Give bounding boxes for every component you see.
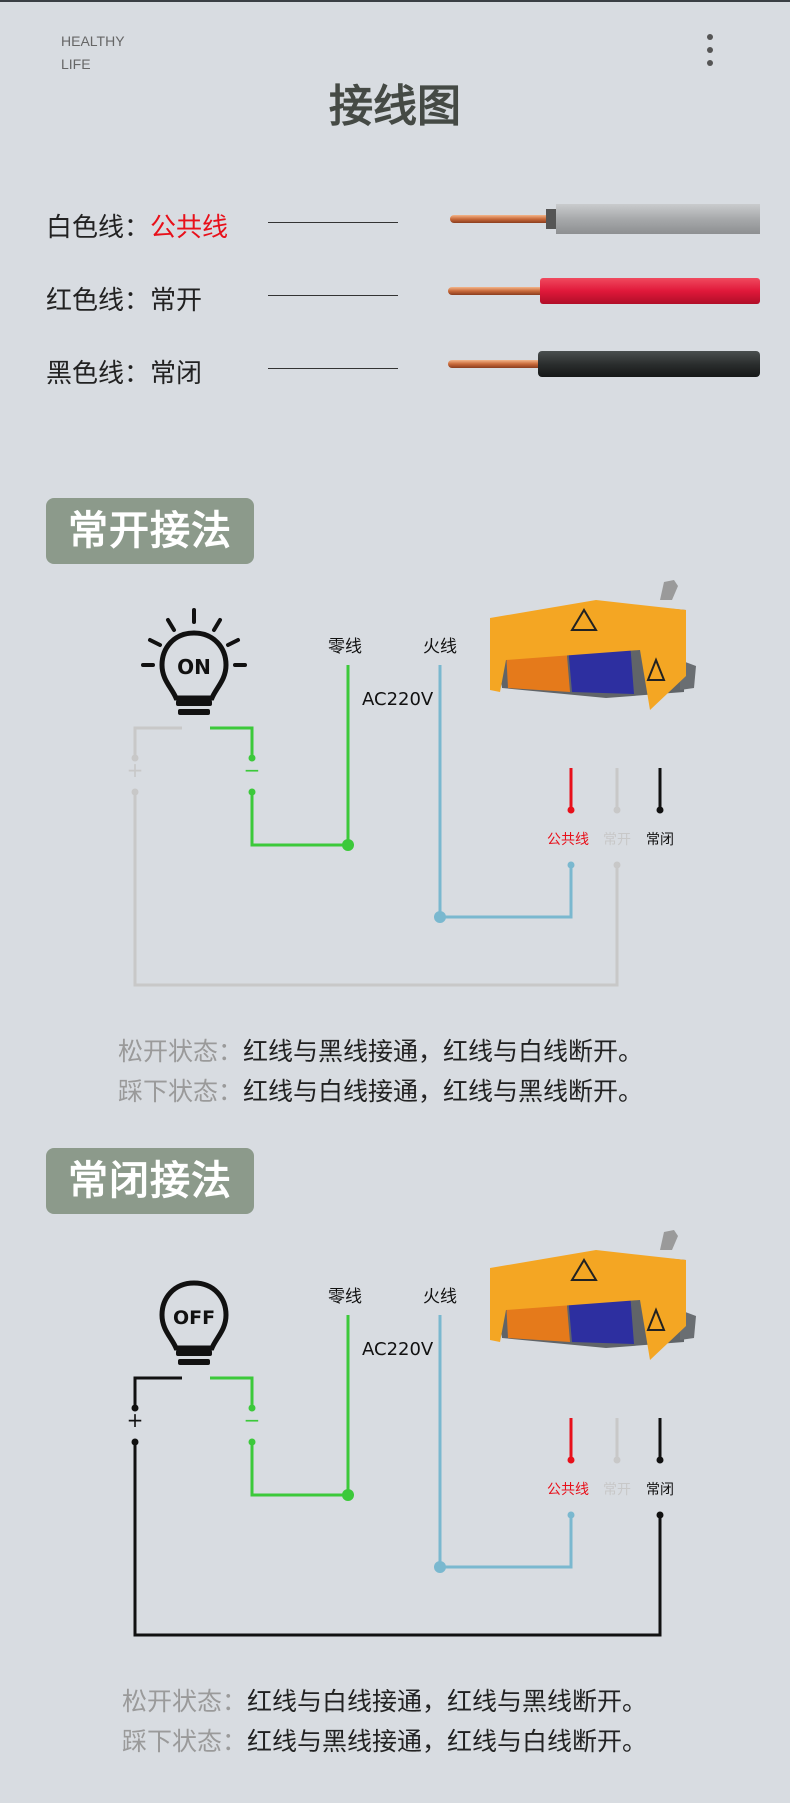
terminal-dot [131,754,139,762]
status-line: 踩下状态：红线与白线接通，红线与黑线断开。 [118,1072,790,1108]
terminal-label-no: 常开 [603,1482,631,1498]
more-menu-button[interactable] [700,32,720,72]
bulb-state-label: ON [177,655,211,679]
diagram-normally-open: + − 零线 火线 AC220V ON [127,580,696,987]
wire-gray-top [133,726,182,758]
wire-leader-line [268,368,398,369]
wire-value: 常闭 [150,359,203,389]
terminal-dot [567,1456,575,1464]
neutral-label: 零线 [328,637,362,657]
wire-leader-line [268,222,398,223]
terminal-dot [248,1404,256,1412]
wire-gray-loop [133,792,619,987]
diagram-normally-closed: + − 零线 火线 AC220V OFF 公共线 常开 常闭 [127,1230,696,1637]
terminal-label-common: 公共线 [547,832,589,848]
wire-green-top [210,726,254,758]
minus-label: − [244,1408,261,1432]
wire-row-red: 红色线：常开 [0,270,790,320]
bulb-on-icon: ON [141,608,247,715]
section-title-normally-open: 常开接法 [46,498,254,564]
wire-leader-line [268,295,398,296]
terminal-dot [613,861,621,869]
terminal-dot [567,1511,575,1519]
terminal-dot [567,861,575,869]
terminal-dot [567,806,575,814]
bulb-state-label: OFF [173,1307,215,1329]
menu-dot-icon [707,60,713,66]
white-wire-image [450,204,760,234]
wire-neutral [250,1315,350,1497]
menu-dot-icon [707,47,713,53]
terminal-dot [248,754,256,762]
voltage-label: AC220V [362,689,434,710]
wire-green-top [210,1376,254,1408]
junction-dot [342,839,354,851]
foot-pedal-image [490,580,696,710]
terminal-dot [656,806,664,814]
terminal-dot [131,1404,139,1412]
junction-dot [342,1489,354,1501]
terminal-label-no: 常开 [603,832,631,848]
status-line: 松开状态：红线与黑线接通，红线与白线断开。 [118,1032,790,1068]
wire-live [438,665,573,919]
wire-row-white: 白色线：公共线 [0,197,790,247]
status-text: 红线与白线接通，红线与黑线断开。 [247,1687,648,1716]
wire-label: 红色线： [46,286,151,316]
live-label: 火线 [423,637,457,657]
status-text: 红线与黑线接通，红线与白线断开。 [243,1037,644,1066]
brand-line1: HEALTHY [61,33,125,49]
wire-label: 黑色线： [46,359,151,389]
terminal-dot [613,1456,621,1464]
brand-logo: HEALTHY LIFE [61,30,125,76]
terminal-label-nc: 常闭 [646,832,674,848]
wire-value: 常开 [150,286,203,316]
status-label: 松开状态： [118,1037,244,1066]
section-title-normally-closed: 常闭接法 [46,1148,254,1214]
terminal-dot [656,1511,664,1519]
red-wire-image [448,278,760,304]
plus-label: + [127,1408,144,1432]
foot-pedal-image [490,1230,696,1360]
terminal-dot [656,1456,664,1464]
black-wire-image [448,351,760,377]
menu-dot-icon [707,34,713,40]
status-text: 红线与黑线接通，红线与白线断开。 [247,1727,648,1756]
status-line: 踩下状态：红线与黑线接通，红线与白线断开。 [122,1722,790,1758]
junction-dot [434,1561,446,1573]
page-title: 接线图 [329,81,461,132]
minus-label: − [244,758,261,782]
brand-line2: LIFE [61,56,91,72]
wire-live [438,1315,573,1569]
terminal-label-common: 公共线 [547,1482,589,1498]
top-border [0,0,790,2]
voltage-label: AC220V [362,1339,434,1360]
neutral-label: 零线 [328,1287,362,1307]
status-line: 松开状态：红线与白线接通，红线与黑线断开。 [122,1682,790,1718]
wire-neutral [250,665,350,847]
wire-black-loop [133,1442,662,1637]
bulb-off-icon: OFF [159,1280,229,1365]
plus-label: + [127,758,144,782]
status-label: 踩下状态： [118,1077,244,1106]
junction-dot [434,911,446,923]
status-label: 踩下状态： [122,1727,248,1756]
status-label: 松开状态： [122,1687,248,1716]
wire-black-top [133,1376,182,1408]
wire-value: 公共线 [150,213,229,243]
live-label: 火线 [423,1287,457,1307]
terminal-label-nc: 常闭 [646,1482,674,1498]
terminal-dot [613,806,621,814]
wire-row-black: 黑色线：常闭 [0,343,790,393]
wire-label: 白色线： [46,213,151,243]
status-text: 红线与白线接通，红线与黑线断开。 [243,1077,644,1106]
